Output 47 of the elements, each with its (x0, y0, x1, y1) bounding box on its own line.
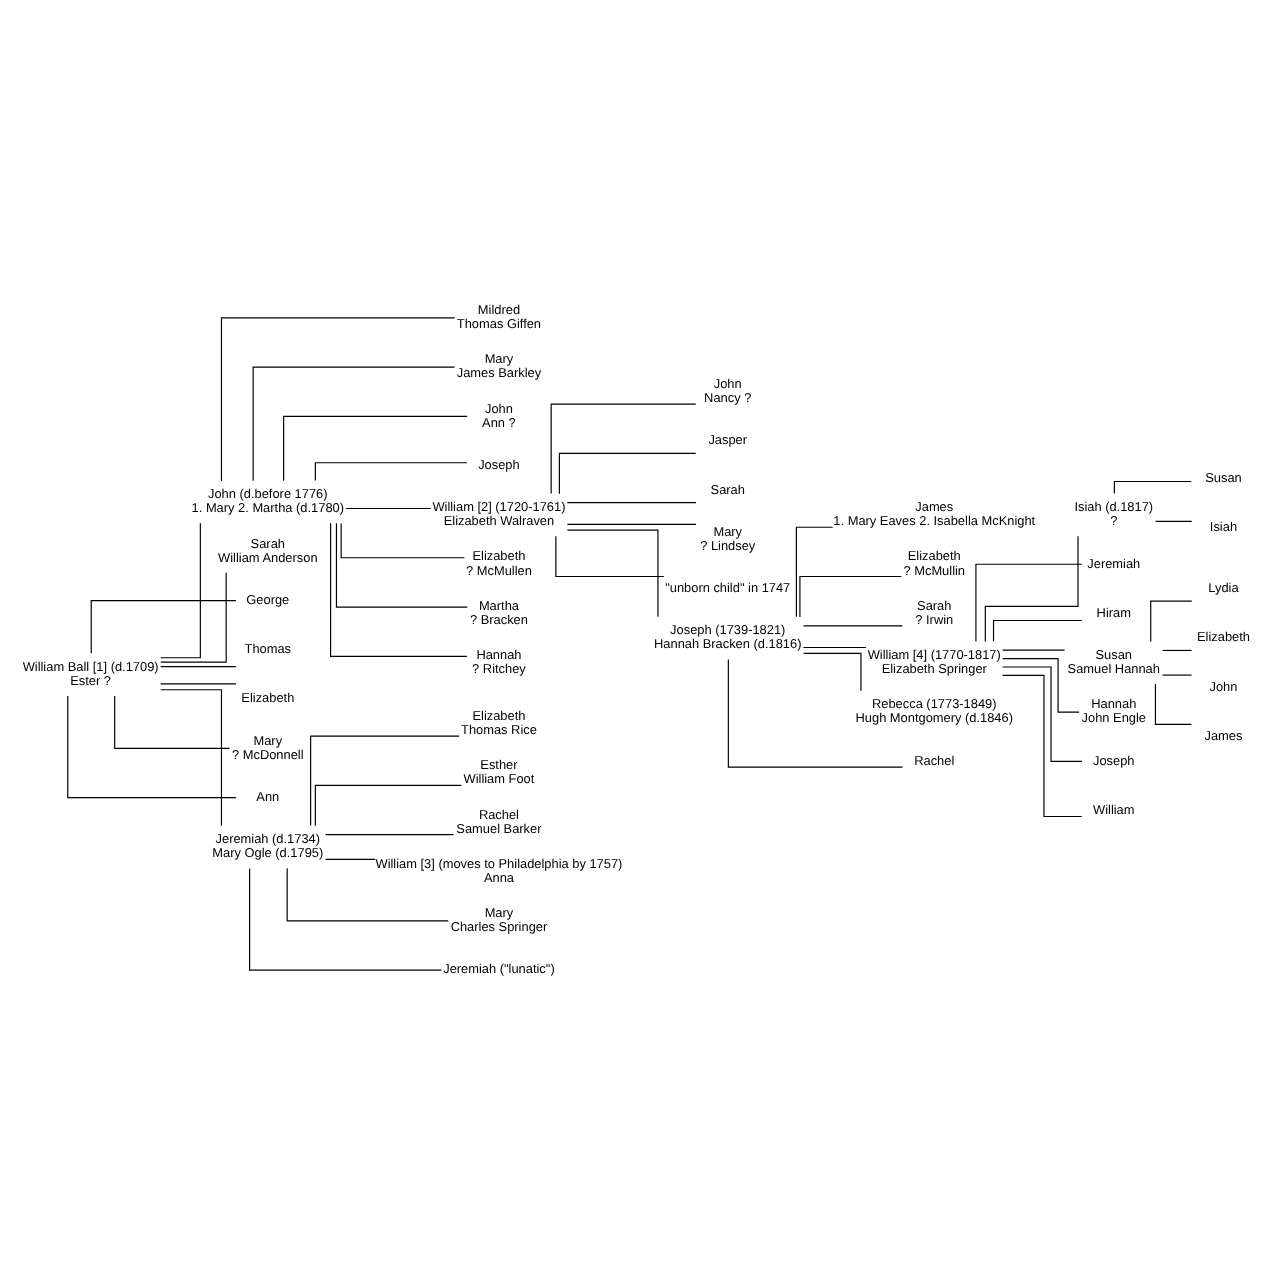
connector (90, 599, 237, 653)
connector (566, 528, 659, 617)
connector (550, 402, 697, 494)
connector (160, 682, 237, 684)
connector (727, 657, 904, 767)
connector (803, 651, 862, 691)
connector (802, 624, 903, 626)
connector (802, 645, 867, 648)
connector (249, 866, 443, 970)
connector (984, 534, 1079, 642)
connector (566, 501, 697, 503)
connector (558, 451, 697, 494)
connector (555, 534, 665, 577)
connector (160, 521, 201, 658)
connector (1001, 665, 1083, 761)
connector (340, 521, 465, 558)
connector (1161, 673, 1193, 675)
connector (310, 734, 460, 826)
connector (220, 316, 456, 481)
connector (335, 521, 468, 607)
connector (1150, 599, 1193, 642)
connector (324, 857, 376, 859)
connector (1002, 656, 1080, 712)
connector (975, 562, 1083, 641)
connector (160, 571, 227, 662)
connector (314, 461, 468, 481)
connector (160, 688, 223, 826)
connector (1113, 479, 1192, 494)
connector (1161, 648, 1193, 651)
connector (160, 665, 237, 667)
connector (330, 521, 468, 656)
connector (992, 618, 1083, 641)
connector (1154, 682, 1193, 724)
connector (795, 525, 834, 617)
connector (345, 506, 432, 509)
connector (1002, 648, 1066, 650)
connector (1155, 519, 1193, 521)
connector (1001, 673, 1083, 817)
connector (566, 522, 697, 524)
connector (114, 694, 231, 748)
connector (252, 365, 456, 481)
connector (283, 414, 468, 481)
connector (799, 574, 902, 617)
connector (286, 866, 449, 921)
connector (324, 833, 455, 835)
connector (67, 694, 237, 798)
connector (314, 783, 462, 826)
